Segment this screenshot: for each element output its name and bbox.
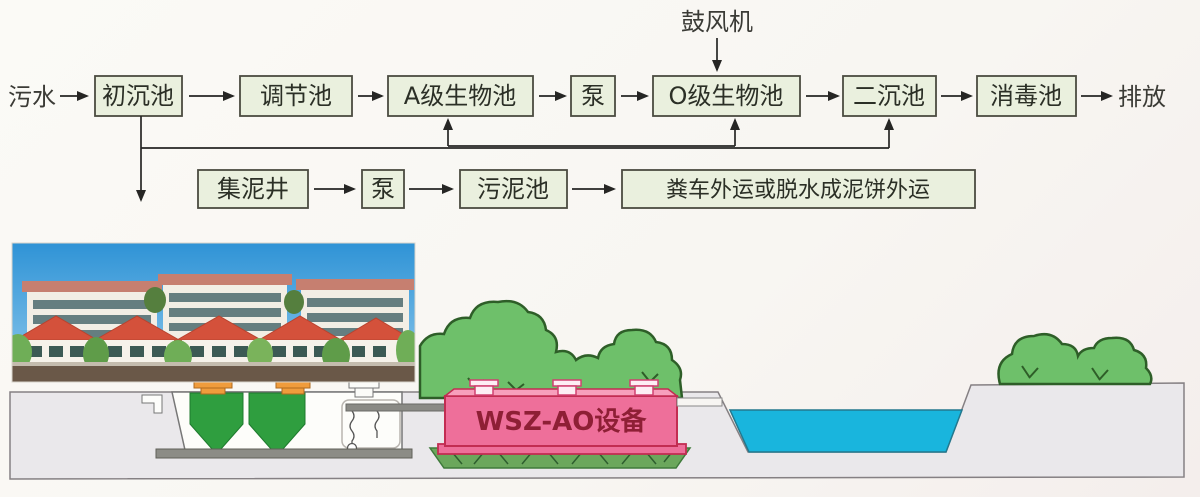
flow-box-primary-sedimentation: 初沉池 [94,75,183,117]
equipment-label: WSZ-AO设备 [476,407,648,437]
chamber-base-slab [155,448,413,459]
hedge-strip [12,366,415,382]
equipment-cap [552,379,582,396]
underground-chamber [141,380,447,459]
flow-box-label: 泵 [581,82,605,110]
flow-box-a-stage-bio: A级生物池 [387,75,534,117]
recycle-line-a-o [443,118,740,147]
flowchart: 鼓风机 污水 初沉池 调节池 A级生物池 泵 [8,8,1166,209]
flow-box-pump-2: 泵 [361,169,405,209]
flow-box-label: A级生物池 [404,82,516,110]
garden-wall [12,362,415,367]
equipment-body [444,395,678,447]
wsz-ao-equipment: WSZ-AO设备 [437,379,723,455]
blower-label: 鼓风机 [681,8,753,36]
photo-border [11,242,416,383]
shrub-twigs [1021,365,1109,381]
pond-water [728,409,964,453]
flow-box-sludge-tank: 污泥池 [459,169,568,209]
flow-box-label: 调节池 [260,82,332,110]
site-cross-section: WSZ-AO设备 [9,242,1185,480]
flow-box-sludge-disposal: 粪车外运或脱水成泥饼外运 [621,169,976,209]
flow-box-label: 污泥池 [477,175,549,203]
shrub-right [997,333,1153,386]
flow-box-equalization: 调节池 [239,75,353,117]
flow-box-disinfection: 消毒池 [976,75,1077,117]
flow-box-secondary-sedimentation: 二沉池 [842,75,937,117]
equipment-cap [629,379,659,396]
effluent-label: 排放 [1118,83,1166,111]
inlet-pipe [141,394,163,414]
flow-box-label: 初沉池 [102,82,174,110]
transfer-pipe [345,403,447,412]
flow-box-sludge-well: 集泥井 [197,169,309,209]
sludge-return-line [136,116,894,202]
flow-box-label: O级生物池 [669,82,784,110]
flow-box-label: 粪车外运或脱水成泥饼外运 [666,178,930,203]
flow-box-o-stage-bio: O级生物池 [652,75,801,117]
influent-label: 污水 [8,83,56,111]
residential-photo [12,243,415,382]
flow-box-pump-1: 泵 [570,75,616,117]
flow-box-label: 集泥井 [217,175,289,203]
pump-cable [349,410,355,445]
vent-cap [348,380,380,398]
equipment-cap [469,379,499,396]
pump-cable [374,410,380,438]
outfall-pipe [676,397,723,407]
flow-box-label: 泵 [371,175,395,203]
flow-box-label: 消毒池 [990,82,1062,110]
flow-box-label: 二沉池 [853,82,925,110]
